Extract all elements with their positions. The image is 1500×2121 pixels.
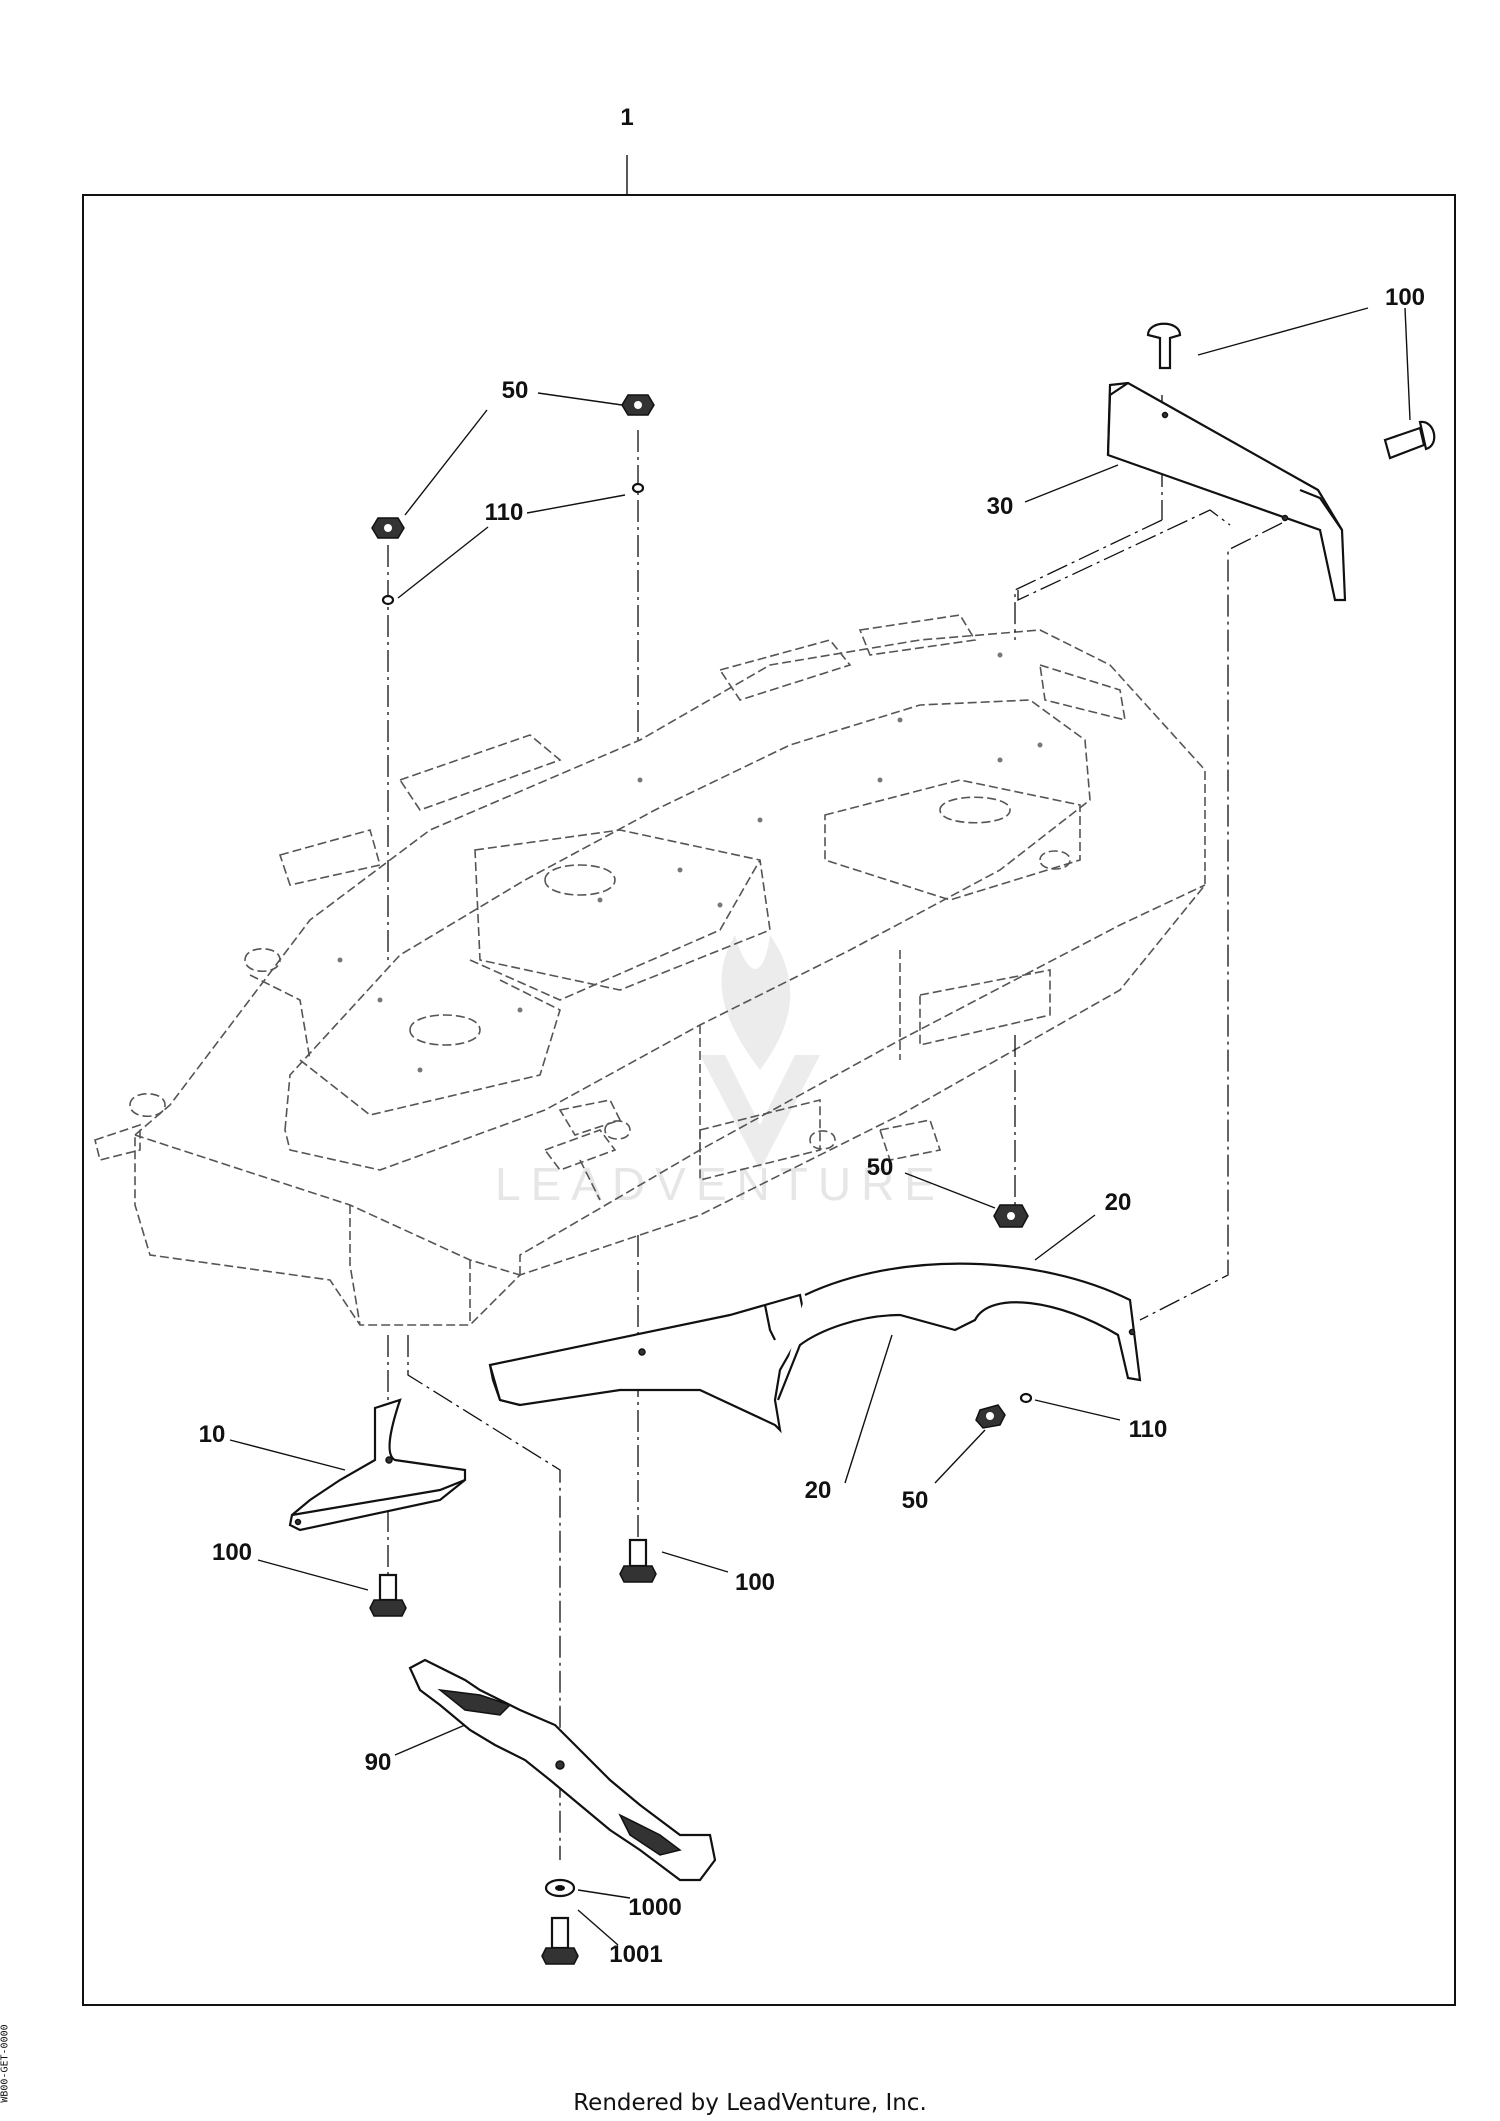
washer-part-110-left — [381, 482, 645, 606]
callout-10: 10 — [199, 1421, 226, 1448]
baffle-part-30 — [1106, 381, 1347, 602]
callout-50-mid: 50 — [867, 1154, 894, 1181]
bolt-part-1001 — [541, 1916, 579, 1965]
callout-leaders — [229, 307, 1411, 1946]
bolt-part-100-mid — [619, 1538, 657, 1583]
carriage-bolt-part-100-top — [1146, 322, 1182, 370]
bolt-part-100-left — [369, 1573, 407, 1617]
washer-part-1000 — [544, 1878, 576, 1898]
callout-50-left: 50 — [502, 377, 529, 404]
callout-1000: 1000 — [628, 1894, 681, 1921]
callout-1: 1 — [620, 104, 633, 131]
callout-1001: 1001 — [609, 1941, 662, 1968]
callout-100-mid: 100 — [735, 1569, 775, 1596]
callout-90: 90 — [365, 1749, 392, 1776]
callout-20-top: 20 — [1105, 1189, 1132, 1216]
callout-110-right: 110 — [1129, 1416, 1168, 1443]
callout-20-bottom: 20 — [805, 1477, 832, 1504]
assembly-axes — [387, 395, 1283, 1860]
blade-part-90 — [408, 1658, 717, 1882]
callout-110-left: 110 — [485, 499, 524, 526]
watermark-logo: LEADVENTURE — [495, 935, 935, 1210]
flange-nut-part-50-left-b — [621, 394, 655, 416]
callout-30: 30 — [987, 493, 1014, 520]
flange-nut-part-50-bottom — [975, 1404, 1006, 1429]
mower-deck-outline — [94, 614, 1206, 1326]
bolt-part-100-side — [1383, 420, 1436, 460]
baffle-part-20 — [488, 1262, 1142, 1434]
callout-100-left: 100 — [212, 1539, 252, 1566]
footer-credit: Rendered by LeadVenture, Inc. — [573, 2090, 927, 2116]
washer-part-110-right — [1019, 1392, 1033, 1404]
flange-nut-part-50-mid — [993, 1204, 1029, 1228]
callout-50-bottom: 50 — [902, 1487, 929, 1514]
baffle-part-10 — [288, 1398, 467, 1532]
flange-nut-part-50-left-a — [371, 517, 405, 539]
diagram-frame — [82, 194, 1456, 2006]
callout-100-top: 100 — [1385, 284, 1425, 311]
